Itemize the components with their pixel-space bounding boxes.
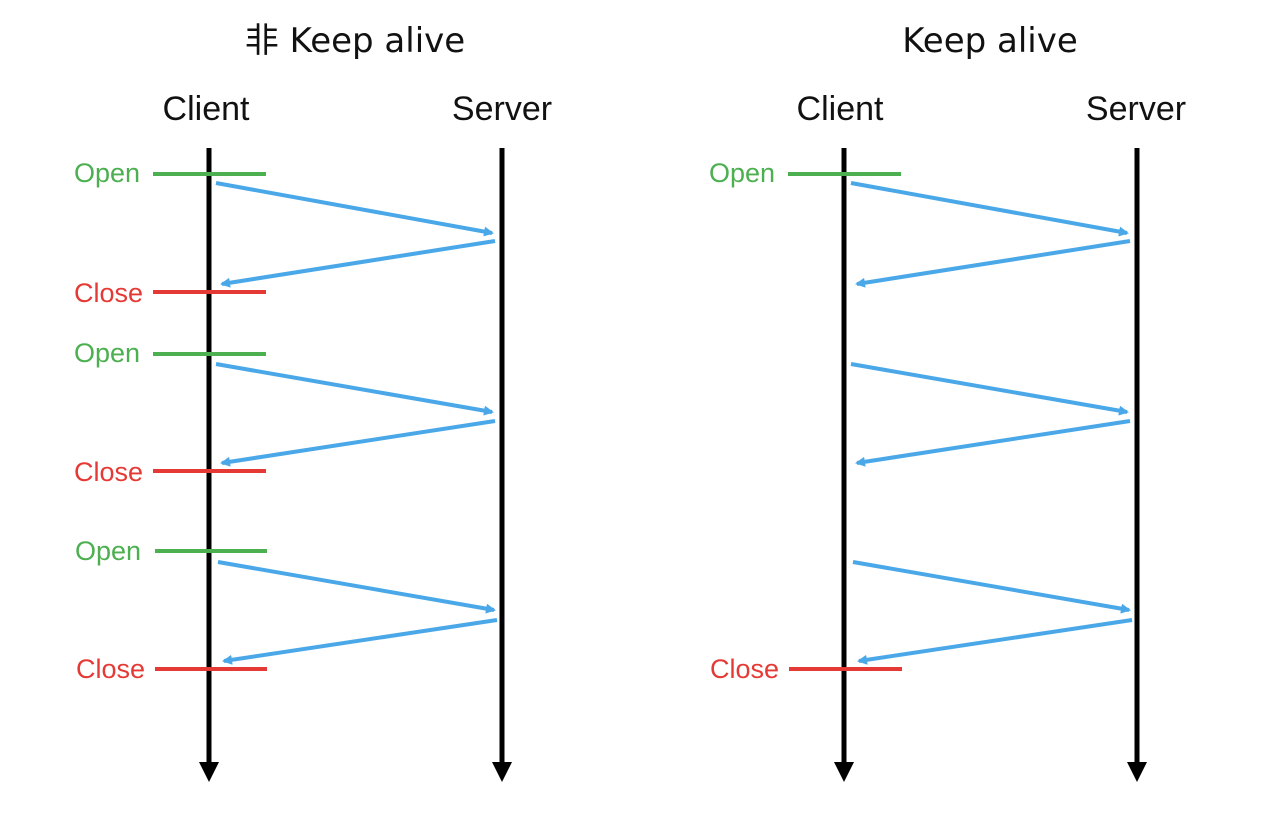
panel-keep-alive: Keep alive Client Server Open Close: [709, 21, 1186, 782]
panel-non-keep-alive: 非 Keep alive Client Server Open Close Op…: [74, 21, 552, 782]
response-arrow: [222, 618, 498, 665]
client-lifeline-arrowhead: [199, 762, 219, 782]
panel-title: 非 Keep alive: [245, 21, 465, 61]
open-label: Open: [74, 338, 140, 368]
server-lifeline-arrowhead: [1127, 762, 1147, 782]
close-label: Close: [710, 654, 779, 684]
client-label: Client: [797, 90, 884, 128]
close-label: Close: [74, 278, 143, 308]
request-arrow: [850, 181, 1129, 237]
request-arrow: [217, 560, 496, 614]
client-label: Client: [163, 90, 250, 128]
server-lifeline-arrowhead: [492, 762, 512, 782]
response-arrow: [855, 239, 1131, 288]
close-label: Close: [74, 457, 143, 487]
close-label: Close: [76, 654, 145, 684]
open-label: Open: [709, 158, 775, 188]
client-lifeline-arrowhead: [834, 762, 854, 782]
server-label: Server: [1086, 90, 1186, 128]
response-arrow: [855, 419, 1131, 467]
request-arrow: [215, 362, 494, 416]
server-label: Server: [452, 90, 552, 128]
response-arrow: [220, 239, 496, 288]
response-arrow: [220, 419, 496, 467]
request-arrow: [852, 560, 1131, 614]
request-arrow: [215, 181, 494, 237]
response-arrow: [857, 618, 1133, 665]
request-arrow: [850, 362, 1129, 416]
open-label: Open: [74, 158, 140, 188]
open-label: Open: [75, 536, 141, 566]
panel-title: Keep alive: [902, 21, 1078, 61]
